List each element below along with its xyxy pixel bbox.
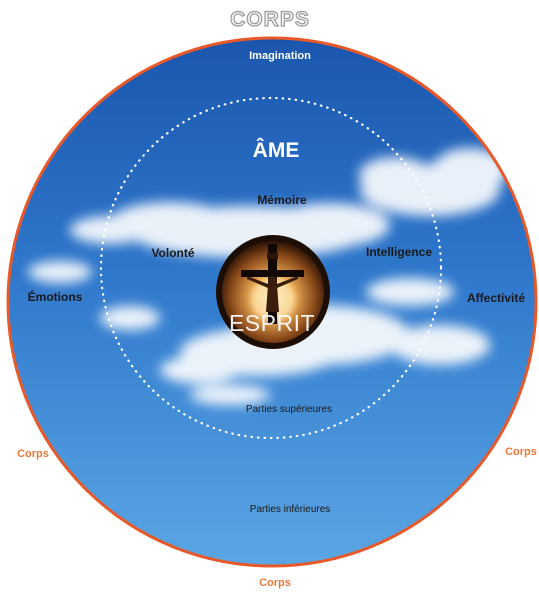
soul-title: ÂME (253, 138, 300, 162)
faculty-memoire: Mémoire (257, 193, 307, 207)
diagram-title: CORPS (230, 8, 310, 31)
spirit-label: ESPRIT (229, 310, 315, 336)
outer-label-left: Corps (17, 448, 49, 460)
outer-label-right: Corps (505, 446, 537, 458)
faculty-volonte: Volonté (151, 246, 194, 260)
body-inferior-parts: Parties inférieures (250, 504, 331, 515)
outer-ring (6, 36, 538, 568)
crucifix-icon (241, 244, 304, 324)
body-imagination: Imagination (249, 50, 311, 62)
spirit-center: ESPRIT (216, 235, 330, 349)
outer-label-bottom: Corps (259, 577, 291, 589)
faculty-intelligence: Intelligence (366, 245, 432, 259)
body-emotions: Émotions (28, 289, 83, 304)
soul-dotted-circle (99, 96, 443, 440)
soul-superior-parts: Parties supérieures (246, 404, 332, 415)
body-affectivite: Affectivité (467, 291, 525, 305)
clouds (28, 148, 508, 405)
